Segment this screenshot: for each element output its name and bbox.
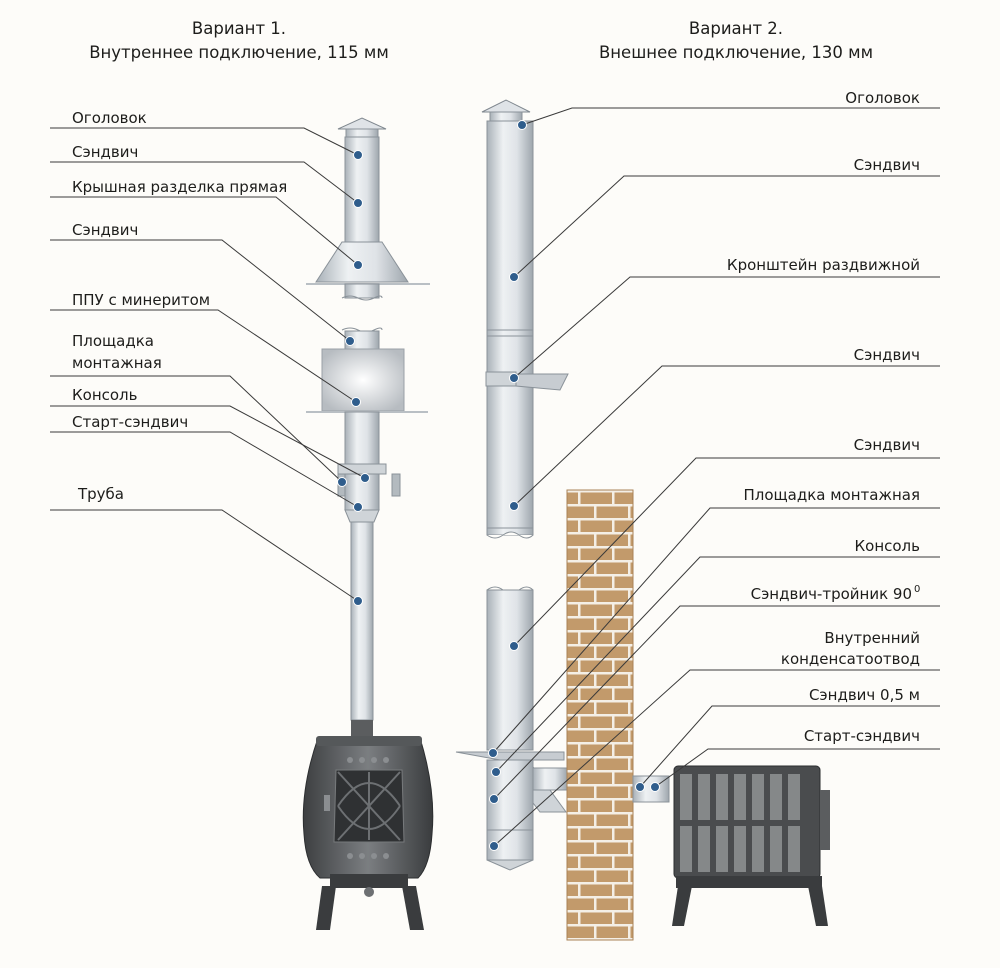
- v2-label-platform: Площадка монтажная: [743, 486, 920, 504]
- v1-label-sandwich-top: Сэндвич: [72, 143, 138, 161]
- v1-label-platform-line1: Площадка: [72, 332, 154, 350]
- markers: [337, 120, 660, 851]
- v1-label-start-sandwich: Старт-сэндвич: [72, 413, 188, 431]
- variant2-title-line1: Вариант 2.: [689, 19, 783, 38]
- stove-v2-icon: [672, 765, 830, 926]
- leaders-v1: [50, 127, 366, 602]
- v1-label-sandwich: Сэндвич: [72, 221, 138, 239]
- v1-label-cap: Оголовок: [72, 109, 147, 127]
- sandwich-upper-v2: [486, 120, 534, 536]
- variant1-title-line2: Внутреннее подключение, 115 мм: [89, 43, 389, 62]
- v2-label-sandwich-2: Сэндвич: [854, 346, 920, 364]
- v2-label-condensate-line1: Внутренний: [824, 629, 920, 647]
- variant2-illustration: [455, 99, 830, 941]
- variant2-title-line2: Внешнее подключение, 130 мм: [599, 43, 873, 62]
- pipe-v1: [350, 521, 374, 721]
- v1-label-pipe: Труба: [77, 485, 124, 503]
- cap-v1-icon: [337, 117, 387, 130]
- variant1-illustration: [302, 117, 434, 930]
- v2-label-tee-superscript: 0: [914, 584, 920, 595]
- v1-label-console: Консоль: [72, 386, 138, 404]
- v2-label-start-sandwich: Старт-сэндвич: [804, 727, 920, 745]
- v1-label-platform-line2: монтажная: [72, 354, 162, 372]
- v2-label-cap: Оголовок: [845, 89, 920, 107]
- v1-label-ppu: ППУ с минеритом: [72, 291, 210, 309]
- v2-label-condensate-line2: конденсатоотвод: [781, 650, 920, 668]
- v2-label-tee: Сэндвич-тройник 90: [751, 585, 912, 603]
- v2-label-sandwich-3: Сэндвич: [854, 436, 920, 454]
- stove-v1-icon: [302, 736, 434, 930]
- ppu-box-v1: [321, 348, 405, 412]
- leaders-v2: [492, 107, 940, 847]
- cap-v2-icon: [481, 99, 531, 113]
- v2-label-sandwich-05: Сэндвич 0,5 м: [809, 686, 920, 704]
- v1-label-roof-penetration: Крышная разделка прямая: [72, 178, 287, 196]
- v2-label-bracket: Кронштейн раздвижной: [727, 256, 920, 274]
- v2-label-sandwich-1: Сэндвич: [854, 156, 920, 174]
- brick-wall: [566, 489, 634, 941]
- variant1-title-line1: Вариант 1.: [192, 19, 286, 38]
- v2-label-console: Консоль: [855, 537, 921, 555]
